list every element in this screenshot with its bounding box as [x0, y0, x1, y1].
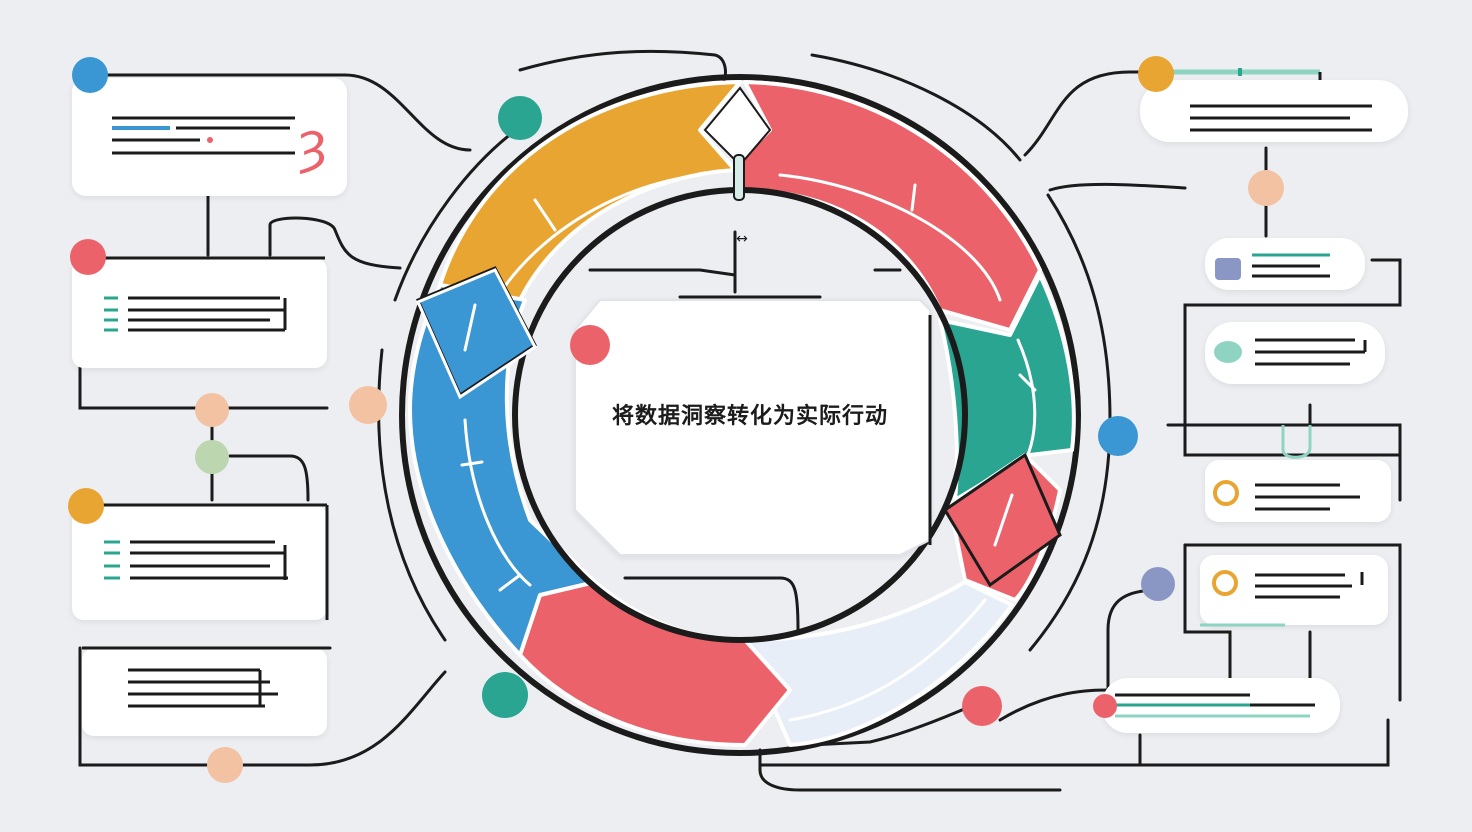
flow-arrow — [788, 598, 987, 722]
peach-node-dot — [195, 393, 229, 427]
left-card-3 — [68, 488, 329, 620]
right-card-2 — [1205, 238, 1365, 290]
red-node-dot — [70, 239, 106, 275]
ring-segment-red — [738, 80, 1042, 332]
left-card-4 — [82, 646, 327, 783]
connector-line — [1138, 718, 1390, 767]
connector-line — [1106, 588, 1160, 692]
blue-node-dot — [72, 57, 108, 93]
connector-line — [810, 53, 1022, 162]
red-pentagon-node — [942, 452, 1062, 588]
peach-node-dot — [207, 747, 243, 783]
ring-segment-red — [518, 580, 792, 747]
connector-line — [1183, 543, 1232, 682]
orange-node-dot — [68, 488, 104, 524]
orange-node-dot — [1138, 56, 1174, 92]
link-icon: ↔ — [736, 231, 748, 247]
flow-arrow — [910, 183, 917, 212]
right-card-4 — [1205, 460, 1391, 522]
connector-line — [623, 576, 800, 632]
flow-arrow — [778, 173, 1002, 302]
connector-line — [1048, 182, 1187, 192]
teal-node-dot — [498, 96, 542, 140]
center-title: 将数据洞察转化为实际行动 — [611, 404, 888, 429]
ring-segment-pale — [743, 580, 1014, 747]
connector-line — [758, 748, 1062, 792]
flow-arrow — [533, 198, 557, 232]
connector-line — [78, 646, 447, 767]
blue-pentagon-node — [416, 266, 537, 400]
flow-arrow — [498, 573, 522, 592]
lavender-node-dot — [1141, 567, 1175, 601]
connector-line — [998, 688, 1112, 722]
right-card-1 — [1138, 56, 1408, 142]
connector-line — [88, 73, 472, 152]
connector-line — [1166, 423, 1402, 502]
sage-node-dot — [195, 440, 229, 474]
flow-arrow — [460, 460, 484, 467]
connector-line — [1183, 543, 1402, 702]
center-card — [570, 299, 932, 556]
flow-arrow — [1018, 373, 1037, 392]
peach-node-dot — [349, 386, 387, 424]
curl-glyph: ȝ — [298, 111, 327, 176]
red-node-dot — [962, 686, 1002, 726]
connector-line — [228, 454, 310, 502]
center-dot — [570, 325, 610, 365]
connector-line — [268, 216, 402, 270]
right-card-5 — [1200, 555, 1388, 627]
blue-node-dot — [1098, 416, 1138, 456]
left-card-1: ȝ — [72, 57, 347, 196]
right-connector-hook — [1281, 425, 1312, 459]
connector-line — [1023, 70, 1150, 157]
teal-node-dot — [482, 672, 528, 718]
right-card-6 — [1093, 678, 1340, 733]
top-diamond: ↔ — [703, 86, 772, 247]
connector-line — [588, 268, 737, 277]
connector-line — [518, 49, 727, 90]
right-card-3 — [1205, 322, 1385, 384]
connector-line — [1183, 258, 1402, 457]
peach-node-dot — [1248, 170, 1284, 206]
left-card-2 — [70, 239, 327, 368]
